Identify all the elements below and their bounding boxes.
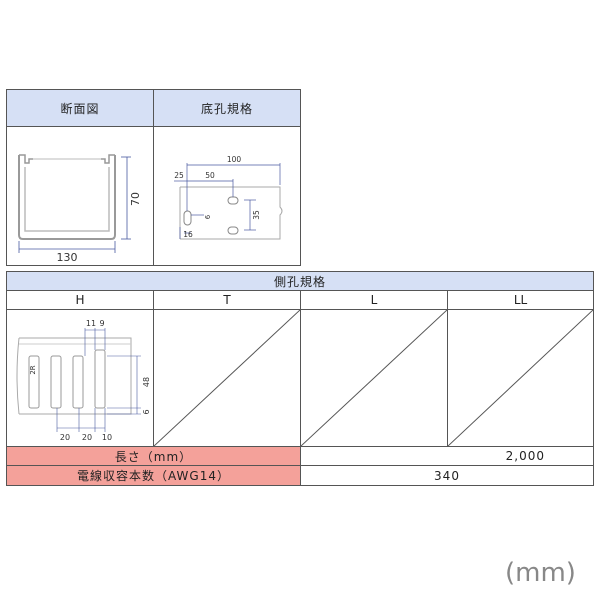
cross-section-height-label: 70 (129, 192, 142, 206)
unit-label: (mm) (505, 558, 576, 588)
bottom-hole-50-label: 50 (205, 171, 215, 180)
header-cross-section-label: 断面図 (60, 101, 100, 116)
bottom-hole-cell: 100 50 25 6 16 35 (153, 126, 301, 266)
spec-length-value-cell: 2,000 (300, 446, 594, 466)
side-h-10-label: 10 (102, 433, 112, 442)
spec-wires-label-cell: 電線収容本数（AWG14） (6, 465, 301, 486)
column-l-label: L (370, 293, 378, 307)
empty-diagonal-l (300, 309, 448, 447)
header-bottom-hole-label: 底孔規格 (200, 101, 253, 116)
column-header-ll: LL (447, 290, 594, 310)
column-header-t: T (153, 290, 301, 310)
header-bottom-hole: 底孔規格 (153, 89, 301, 127)
spec-length-value: 2,000 (505, 449, 545, 463)
spec-length-label: 長さ（mm） (114, 449, 193, 464)
side-hole-title: 側孔規格 (6, 271, 594, 291)
column-ll-label: LL (513, 293, 528, 307)
bottom-hole-16-label: 16 (183, 230, 193, 239)
column-t-label: T (223, 293, 231, 307)
column-h-label: H (75, 293, 85, 307)
side-h-48-label: 48 (142, 377, 151, 387)
bottom-hole-25-label: 25 (174, 171, 184, 180)
side-hole-ll-cell (447, 309, 594, 447)
bottom-hole-100-label: 100 (227, 155, 242, 164)
empty-diagonal-t (153, 309, 301, 447)
side-hole-h-drawing: 11 9 2R 48 6 20 20 10 (16, 319, 151, 442)
side-hole-title-label: 側孔規格 (273, 274, 326, 289)
side-h-20b-label: 20 (82, 433, 92, 442)
side-hole-l-cell (300, 309, 448, 447)
side-hole-t-cell (153, 309, 301, 447)
header-cross-section: 断面図 (6, 89, 154, 127)
column-header-l: L (300, 290, 448, 310)
empty-diagonal-ll (447, 309, 594, 447)
bottom-hole-35-label: 35 (252, 210, 261, 220)
spec-wires-label: 電線収容本数（AWG14） (77, 469, 230, 483)
side-h-2r-label: 2R (29, 365, 37, 374)
spec-length-label-cell: 長さ（mm） (6, 446, 301, 466)
side-h-20a-label: 20 (60, 433, 70, 442)
side-hole-h-cell: 11 9 2R 48 6 20 20 10 (6, 309, 154, 447)
bottom-hole-6-label: 6 (204, 214, 212, 219)
spec-wires-value: 340 (434, 468, 460, 483)
cross-section-cell: 70 130 (6, 126, 154, 266)
cross-section-width-label: 130 (57, 251, 78, 264)
cross-section-drawing: 70 130 (18, 154, 142, 264)
side-h-9-label: 9 (99, 319, 104, 328)
side-h-6-label: 6 (142, 409, 151, 414)
side-h-11-label: 11 (86, 319, 96, 328)
column-header-h: H (6, 290, 154, 310)
bottom-hole-drawing: 100 50 25 6 16 35 (174, 155, 283, 240)
spec-wires-value-cell: 340 (300, 465, 594, 486)
